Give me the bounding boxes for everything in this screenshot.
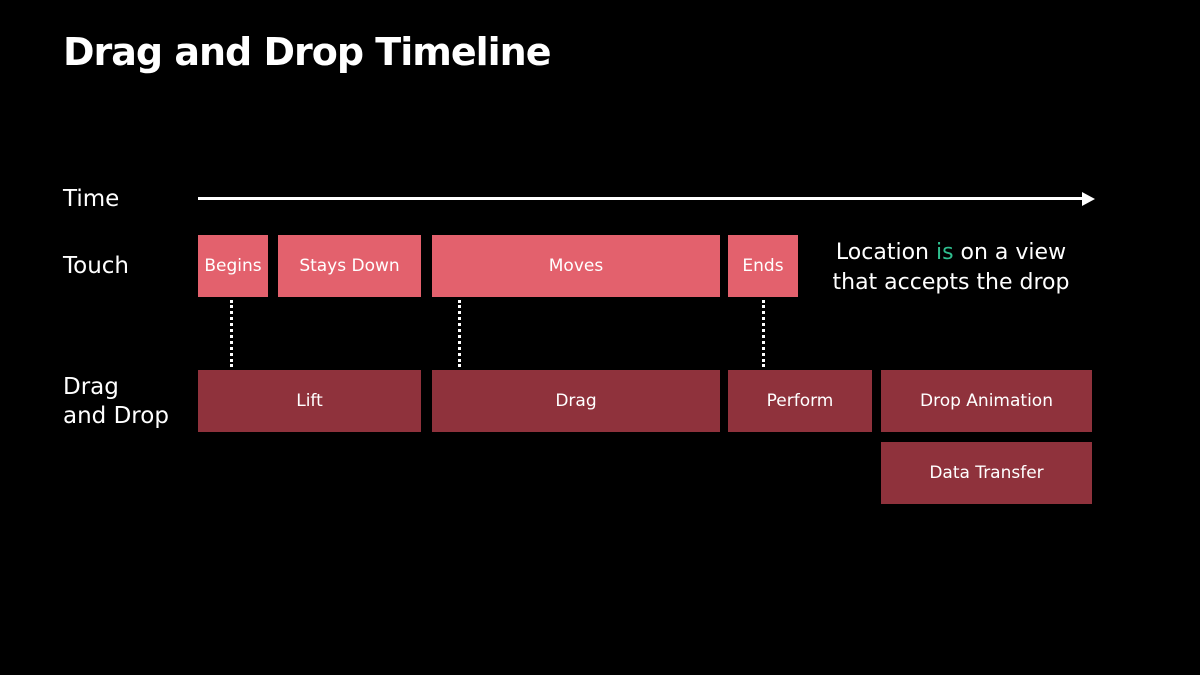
note-line1: Location is on a view: [820, 238, 1082, 268]
time-row-label: Time: [63, 186, 120, 212]
note-highlight-word: is: [935, 240, 954, 265]
drag-and-drop-row-label: Drag and Drop: [63, 373, 193, 431]
phase-lift-box: Lift: [198, 370, 421, 432]
note-line2: that accepts the drop: [832, 270, 1070, 295]
drag-and-drop-label-line1: Drag: [63, 374, 119, 400]
connector-ends-perform: [762, 300, 765, 367]
time-axis-line: [198, 197, 1084, 200]
touch-row-label: Touch: [63, 253, 130, 279]
note-text-part1: Location: [835, 240, 936, 265]
connector-begins-lift: [230, 300, 233, 367]
slide-title: Drag and Drop Timeline: [63, 30, 551, 74]
touch-stays-down-box: Stays Down: [278, 235, 421, 297]
drop-location-note: Location is on a view that accepts the d…: [820, 238, 1082, 298]
touch-moves-box: Moves: [432, 235, 720, 297]
connector-moves-drag: [458, 300, 461, 367]
phase-drag-box: Drag: [432, 370, 720, 432]
time-arrow-icon: [1082, 192, 1095, 206]
touch-ends-box: Ends: [728, 235, 798, 297]
phase-perform-box: Perform: [728, 370, 872, 432]
note-text-part2: on a view: [953, 240, 1067, 265]
touch-begins-box: Begins: [198, 235, 268, 297]
phase-drop-animation-box: Drop Animation: [881, 370, 1092, 432]
drag-and-drop-label-line2: and Drop: [63, 403, 169, 429]
phase-data-transfer-box: Data Transfer: [881, 442, 1092, 504]
